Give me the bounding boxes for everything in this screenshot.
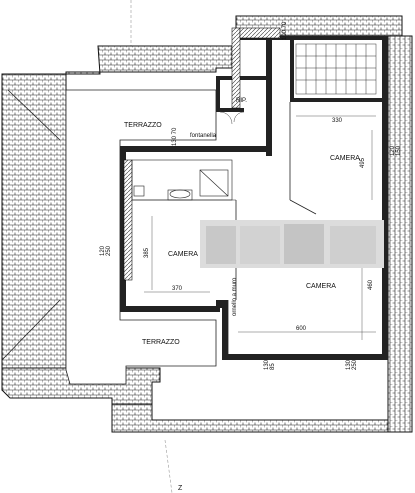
construction-lines [130,0,173,493]
room-label-camera-right-top: CAMERA [330,155,360,162]
annotation-ornello-muro: ornello a muro [232,277,238,316]
dim-330: 330 [332,118,343,124]
room-label-camera-left: CAMERA [168,251,198,258]
staircase [295,43,377,95]
roof-left [1,73,67,391]
dim-130-85: 13085 [264,359,276,370]
bathroom [131,159,236,201]
dim-100-70: 100 70 [282,21,288,40]
room-label-camera-center: CAMERA [306,283,336,290]
dim-495: 495 [360,157,366,168]
roof-bottom [111,403,396,433]
room-label-rip: RIP. [236,98,247,104]
dim-120-150: 120150 [390,145,402,156]
roof-right [387,35,413,433]
dim-130-70: 130 70 [172,127,178,146]
dim-370: 370 [172,286,183,292]
door-swings [219,111,245,125]
dim-600: 600 [296,326,307,332]
dim-130-250: 130250 [346,359,358,370]
terrace-outline [65,89,217,385]
dim-385: 385 [144,247,150,258]
dim-460: 460 [368,279,374,290]
walls [120,28,388,360]
wall-hatch [123,27,281,281]
redacted-blur [200,220,384,268]
washbasin [169,189,191,199]
room-label-terrazzo-bottom: TERRAZZO [142,339,180,346]
section-mark: Z [178,485,183,492]
room-label-terrazzo-top: TERRAZZO [124,122,162,129]
label-fontanella: fontanella [190,133,217,139]
dim-120-250: 120250 [100,245,112,256]
